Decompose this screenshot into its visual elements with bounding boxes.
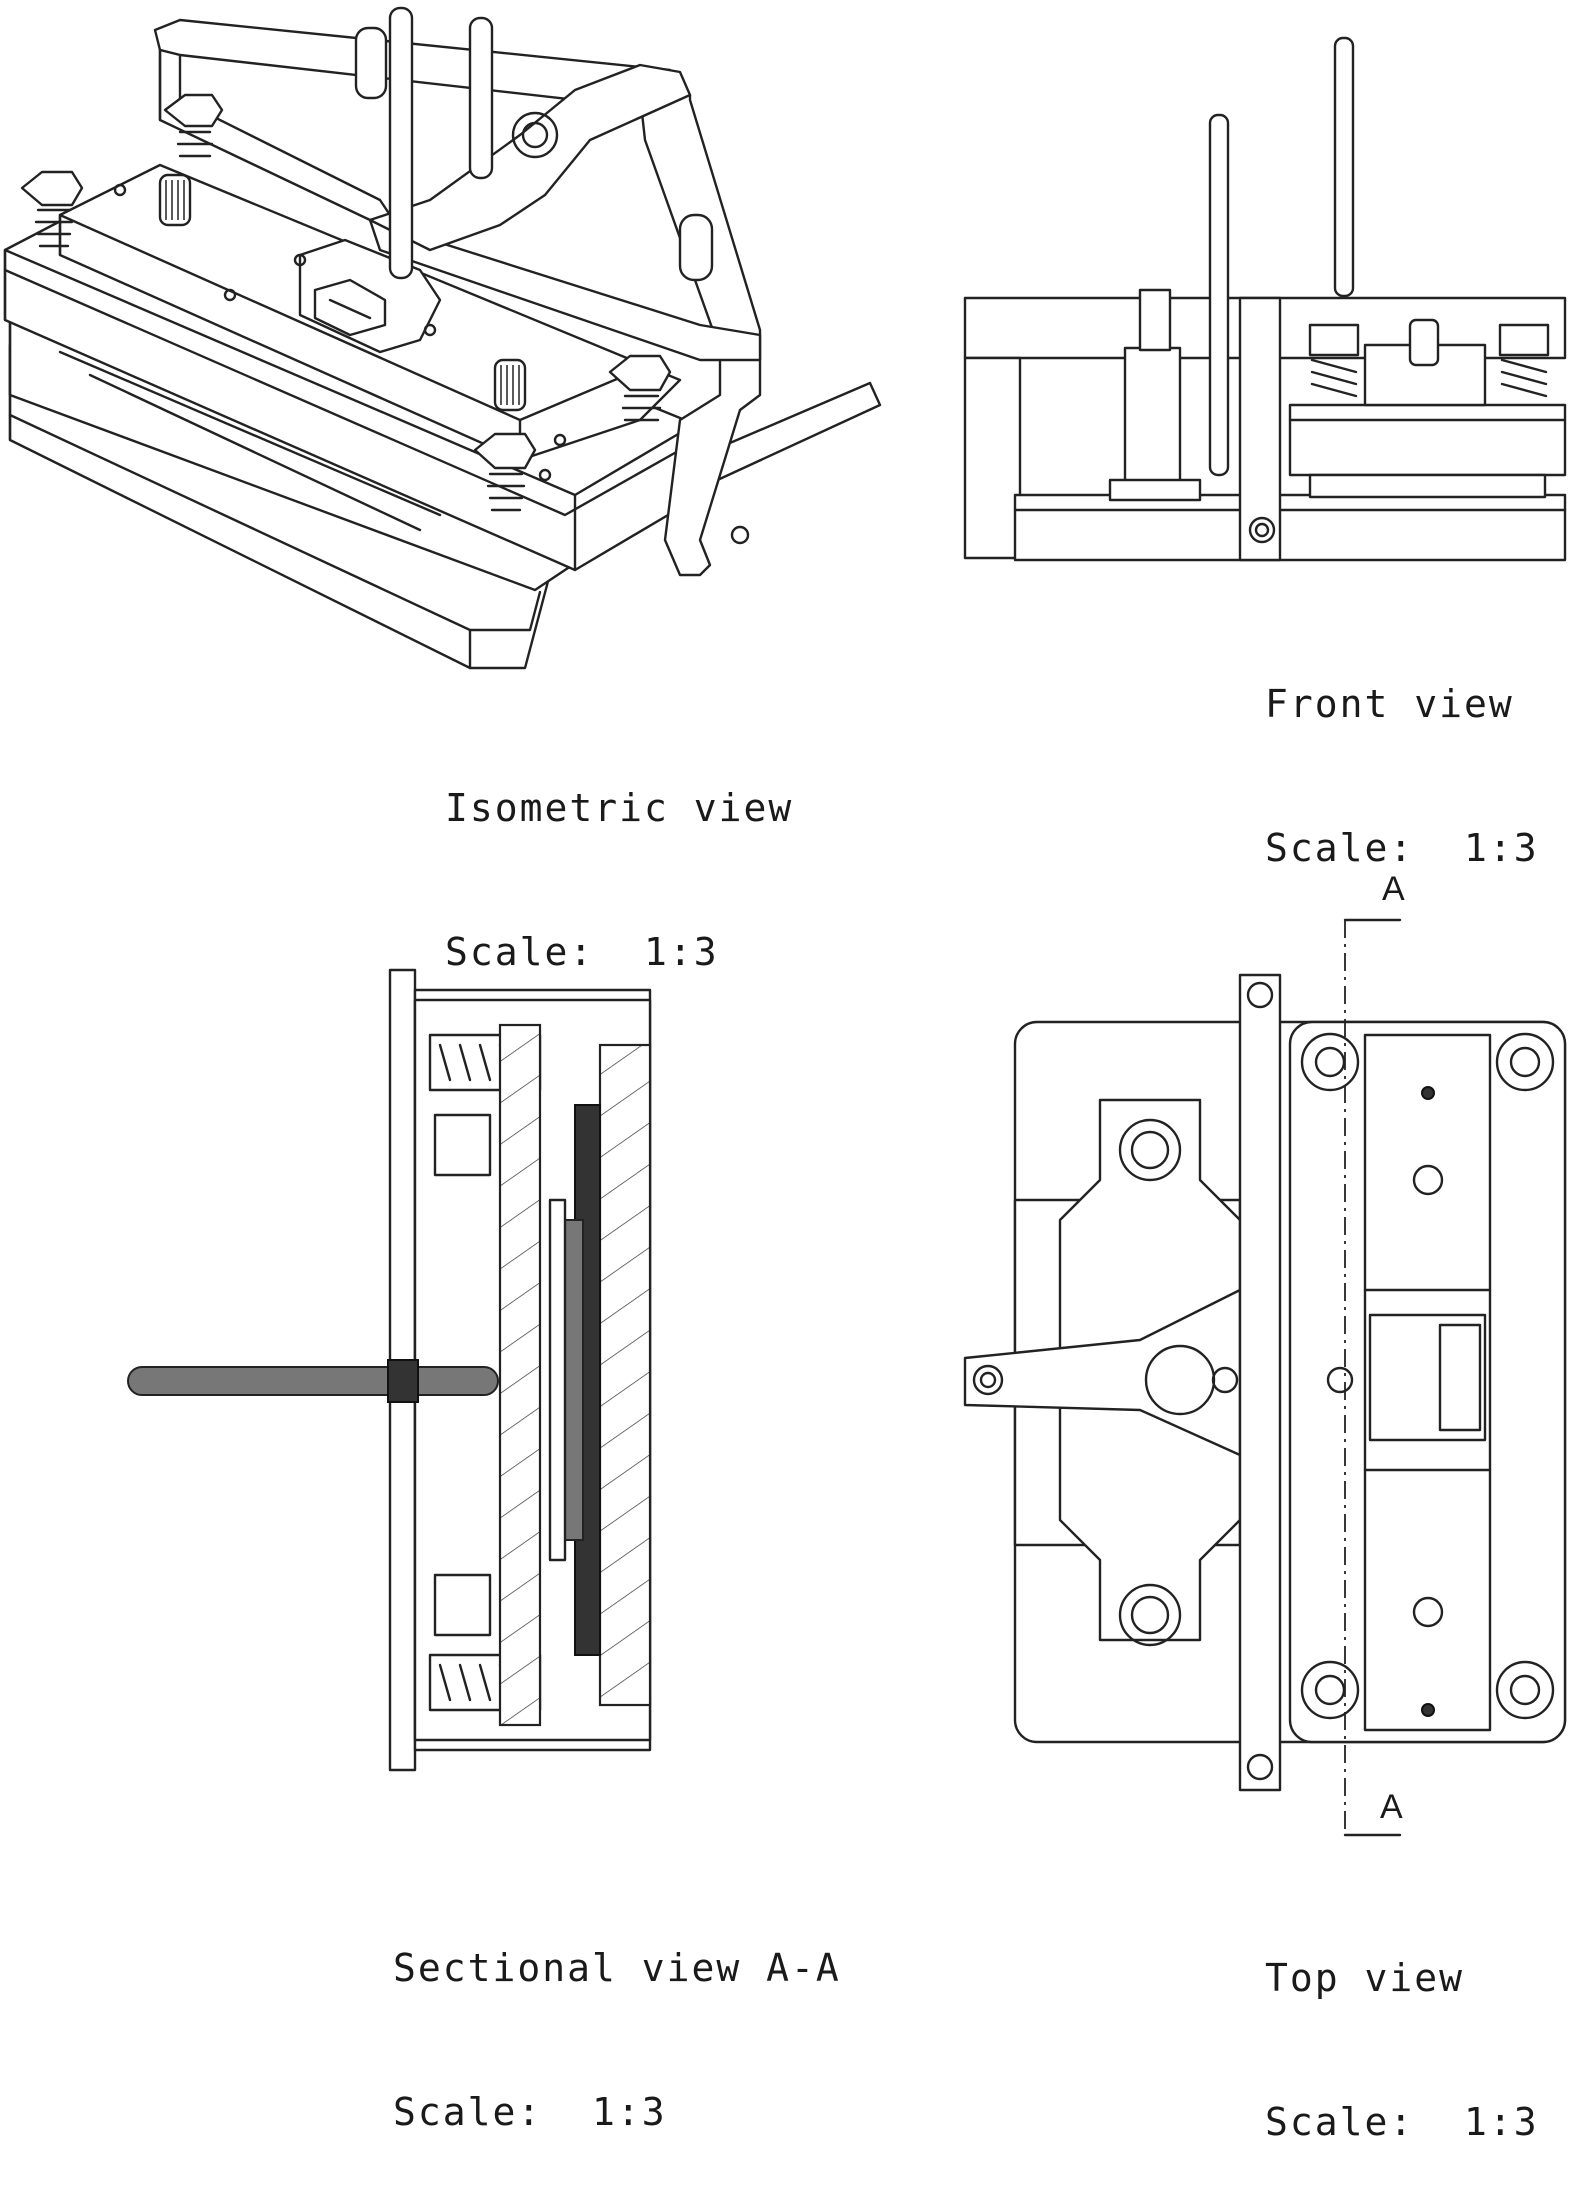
front-view-drawing [963, 36, 1567, 562]
iso-nut-4 [473, 432, 537, 512]
technical-drawing-sheet: A A [3, 6, 1567, 1837]
iso-nut-2 [163, 93, 224, 158]
front-view-caption: Front view Scale: 1:3 [1265, 584, 1539, 920]
front-view-title: Front view [1265, 682, 1514, 726]
front-view-scale: Scale: 1:3 [1265, 826, 1539, 870]
sectional-view-scale: Scale: 1:3 [393, 2090, 667, 2134]
sectional-view-title: Sectional view A-A [393, 1946, 841, 1990]
top-view-caption: Top view Scale: 1:3 [1265, 1858, 1539, 2194]
iso-nut-3 [608, 354, 672, 422]
section-marker-bottom: A [1380, 1788, 1403, 1826]
isometric-view-drawing [3, 6, 882, 670]
isometric-view-title: Isometric view [445, 786, 794, 830]
sectional-view-drawing [127, 968, 652, 1772]
isometric-view-scale: Scale: 1:3 [445, 930, 719, 974]
isometric-view-caption: Isometric view Scale: 1:3 [445, 688, 793, 1024]
iso-nut-1 [20, 170, 84, 248]
sectional-view-caption: Sectional view A-A Scale: 1:3 [393, 1848, 841, 2184]
top-view-scale: Scale: 1:3 [1265, 2100, 1539, 2144]
section-marker-top: A [1382, 870, 1405, 908]
top-view-drawing: A A [963, 870, 1567, 1837]
top-view-title: Top view [1265, 1956, 1465, 2000]
